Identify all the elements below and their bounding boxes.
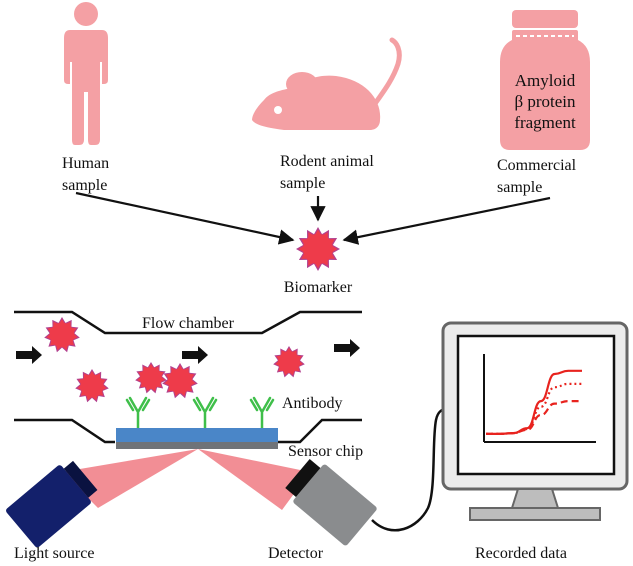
- sensor-chip-base: [116, 442, 278, 449]
- bottle-text-3: fragment: [514, 113, 576, 132]
- flow-chamber-label: Flow chamber: [142, 315, 235, 332]
- antibody-label: Antibody: [282, 395, 342, 412]
- recorded-data-plot: [483, 354, 596, 443]
- biomarker-particle: [44, 317, 80, 353]
- reflected-light-beam: [198, 449, 310, 510]
- arrow-commercial-to-biomarker: [342, 196, 551, 245]
- detector-cable: [371, 406, 451, 532]
- light-source-icon: [6, 460, 98, 548]
- flow-arrow-2: [182, 346, 208, 364]
- biomarker-particle: [162, 363, 198, 399]
- rodent-sample-label-2: sample: [280, 175, 325, 192]
- flow-arrow-1: [16, 346, 42, 364]
- arrow-human-to-biomarker: [75, 191, 295, 245]
- mouse-icon: [252, 37, 402, 130]
- curve-dashed: [486, 400, 582, 435]
- recorded-data-label: Recorded data: [475, 545, 567, 562]
- monitor-icon: [441, 321, 629, 521]
- bottle-icon: [500, 10, 590, 150]
- biomarker-label: Biomarker: [284, 279, 353, 296]
- biomarker-particle: [135, 362, 167, 394]
- flow-chamber-bottom-wall: [14, 418, 362, 444]
- flow-chamber-top-wall: [14, 310, 362, 335]
- sensor-chip-label: Sensor chip: [288, 443, 363, 460]
- biomarker-icon: [296, 227, 340, 271]
- human-sample-label-2: sample: [62, 177, 107, 194]
- antibody-icon: [125, 396, 275, 430]
- human-icon: [64, 2, 108, 145]
- sensor-chip-coating: [116, 428, 278, 442]
- biomarker-particle: [75, 369, 109, 403]
- human-sample-label-1: Human: [62, 155, 109, 172]
- incident-light-beam: [62, 449, 198, 508]
- detector-icon: [285, 458, 377, 546]
- bottle-text-2: β protein: [514, 92, 576, 111]
- rodent-sample-label-1: Rodent animal: [280, 153, 374, 170]
- light-source-label: Light source: [14, 545, 94, 562]
- biomarker-particle: [273, 346, 305, 378]
- commercial-sample-label-1: Commercial: [497, 157, 577, 174]
- commercial-sample-label-2: sample: [497, 179, 542, 196]
- flow-arrow-3: [334, 339, 360, 357]
- bottle-text-1: Amyloid: [515, 71, 576, 90]
- detector-label: Detector: [268, 545, 324, 562]
